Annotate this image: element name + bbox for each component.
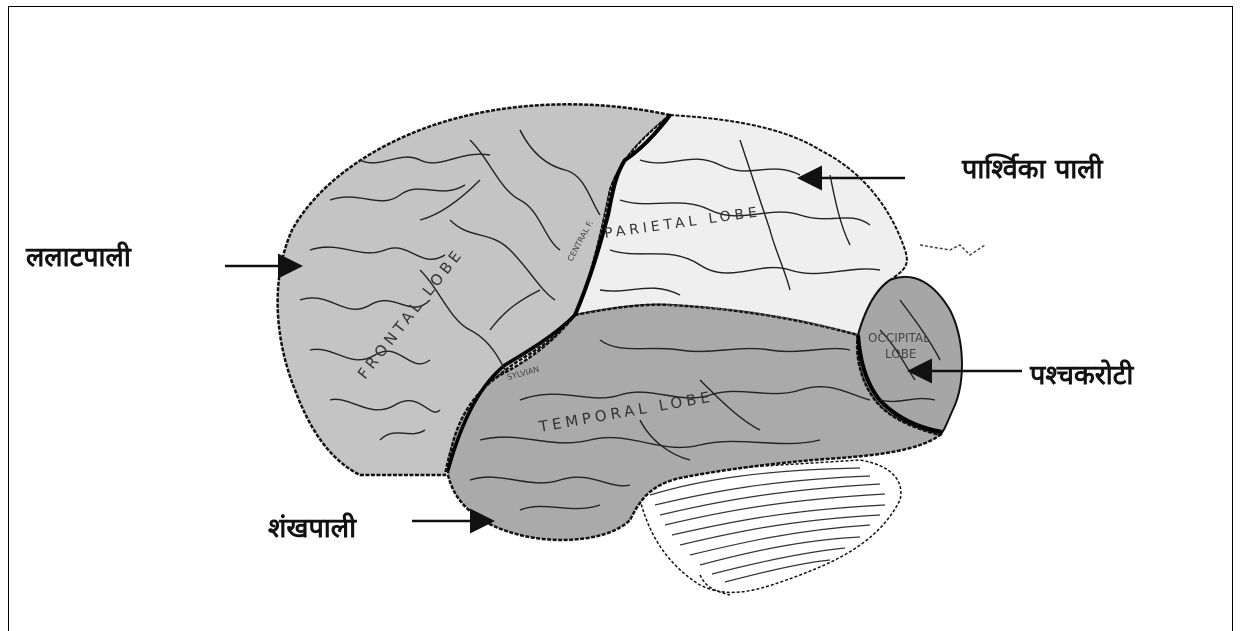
temporal-callout-label: शंखपाली — [268, 515, 356, 542]
parietal-callout-label: पार्श्विका पाली — [962, 156, 1103, 183]
squiggle-mark — [920, 245, 985, 255]
occipital-lobe-label-line1: OCCIPITAL — [868, 331, 930, 345]
occipital-callout-label: पश्चकरोटी — [1030, 362, 1133, 389]
occipital-lobe-label-line2: LOBE — [885, 347, 917, 361]
frontal-callout-label: ललाटपाली — [26, 244, 131, 271]
